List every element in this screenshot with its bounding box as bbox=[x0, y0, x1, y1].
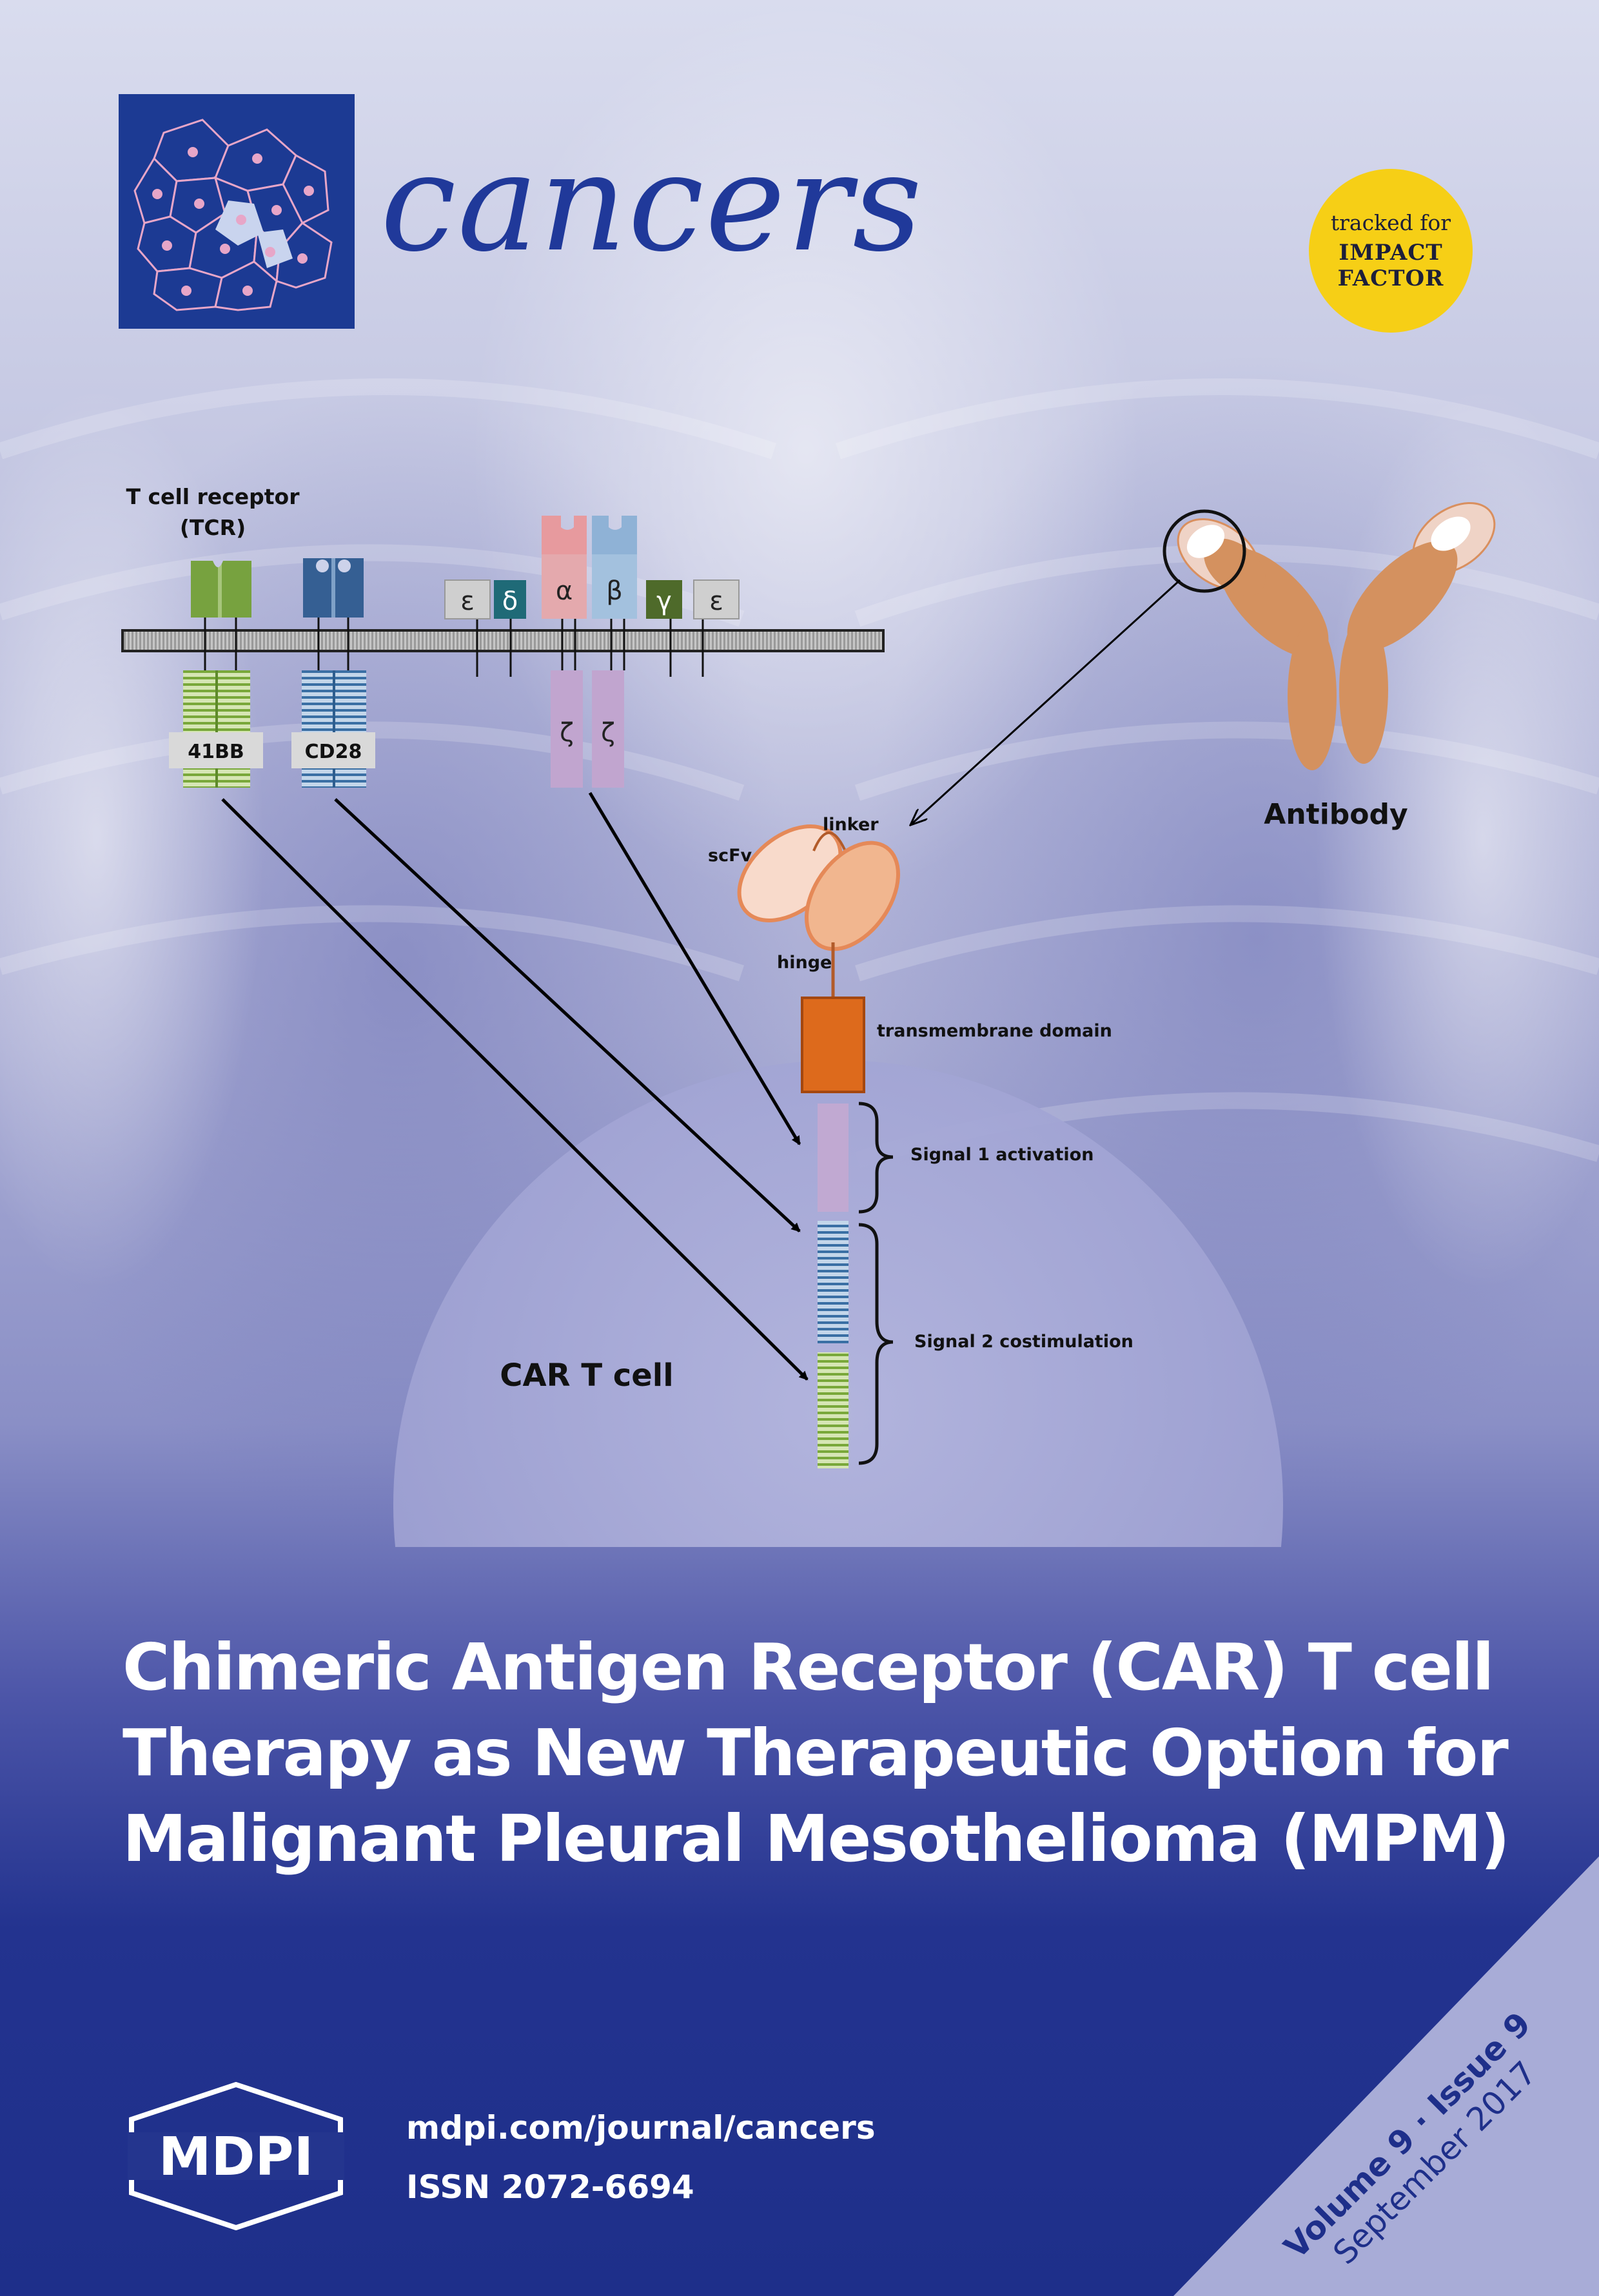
arrow-zeta bbox=[588, 792, 801, 1145]
article-title: Chimeric Antigen Receptor (CAR) T cell T… bbox=[123, 1624, 1541, 1882]
journal-logo-box bbox=[119, 94, 355, 329]
cd3-chains bbox=[444, 561, 740, 619]
signal-2-41bb-domain bbox=[818, 1352, 849, 1468]
cells-logo-icon bbox=[133, 119, 333, 311]
transmembrane-domain bbox=[801, 997, 865, 1093]
signal-2-label: Signal 2 costimulation bbox=[914, 1332, 1133, 1352]
tcr-label-line-2: (TCR) bbox=[180, 515, 246, 540]
tcr-label-line-1: T cell receptor bbox=[126, 484, 300, 509]
car-t-cell-label: CAR T cell bbox=[500, 1357, 673, 1394]
title-line-3: Malignant Pleural Mesothelioma (MPM) bbox=[123, 1801, 1510, 1876]
arrow-antibody-to-scfv bbox=[910, 579, 1181, 825]
signal-2-bracket bbox=[858, 1223, 894, 1465]
zeta-label-2: ζ bbox=[601, 718, 615, 748]
41bb-label: 41BB bbox=[188, 741, 244, 763]
car-construct bbox=[737, 824, 901, 1468]
chain-epsilon-1: ε bbox=[460, 587, 475, 616]
chain-epsilon-2: ε bbox=[709, 587, 723, 616]
signal-1-label: Signal 1 activation bbox=[910, 1145, 1094, 1165]
cd28-label: CD28 bbox=[305, 741, 362, 763]
car-t-cell-diagram: ε δ α β γ ε T cell receptor (TCR) 41BB C… bbox=[121, 484, 1496, 1547]
linker-label: linker bbox=[823, 815, 879, 835]
zeta-label-1: ζ bbox=[560, 718, 574, 748]
chain-alpha: α bbox=[556, 576, 573, 606]
mdpi-hexagon-icon bbox=[129, 2082, 343, 2230]
tcr-receptor bbox=[191, 561, 251, 618]
antibody-label: Antibody bbox=[1264, 798, 1408, 831]
cell-membrane bbox=[121, 629, 885, 652]
zeta-chain-2 bbox=[592, 670, 624, 788]
impact-factor-badge: tracked for IMPACT FACTOR bbox=[1309, 169, 1473, 333]
title-line-1: Chimeric Antigen Receptor (CAR) T cell bbox=[123, 1630, 1494, 1705]
mdpi-logo-text: MDPI bbox=[159, 2126, 313, 2188]
signal-1-bracket bbox=[858, 1102, 894, 1214]
chain-gamma: γ bbox=[656, 587, 672, 616]
transmembrane-label: transmembrane domain bbox=[877, 1021, 1112, 1041]
journal-url-link[interactable]: mdpi.com/journal/cancers bbox=[406, 2109, 876, 2146]
badge-line-2: IMPACT bbox=[1339, 240, 1443, 266]
antibody-icon bbox=[1162, 501, 1496, 770]
cd28-receptor bbox=[303, 558, 364, 618]
scfv-label: scFv bbox=[708, 846, 752, 866]
mdpi-logo: MDPI bbox=[128, 2082, 344, 2230]
zeta-chain-1 bbox=[551, 670, 583, 788]
issn-number: ISSN 2072-6694 bbox=[406, 2168, 694, 2206]
signal-2-cd28-domain bbox=[818, 1221, 849, 1343]
journal-name: cancers bbox=[380, 124, 924, 282]
badge-line-1: tracked for bbox=[1330, 210, 1451, 235]
cd28-label-box bbox=[291, 732, 375, 768]
arrow-cd28 bbox=[334, 798, 801, 1232]
badge-line-3: FACTOR bbox=[1337, 266, 1444, 291]
41bb-label-box bbox=[169, 732, 263, 768]
chain-beta: β bbox=[606, 576, 623, 606]
hinge-label: hinge bbox=[777, 953, 832, 973]
signal-1-domain bbox=[818, 1104, 849, 1212]
chain-delta: δ bbox=[502, 587, 518, 616]
title-line-2: Therapy as New Therapeutic Option for bbox=[123, 1715, 1509, 1791]
arrow-41bb bbox=[221, 798, 809, 1381]
